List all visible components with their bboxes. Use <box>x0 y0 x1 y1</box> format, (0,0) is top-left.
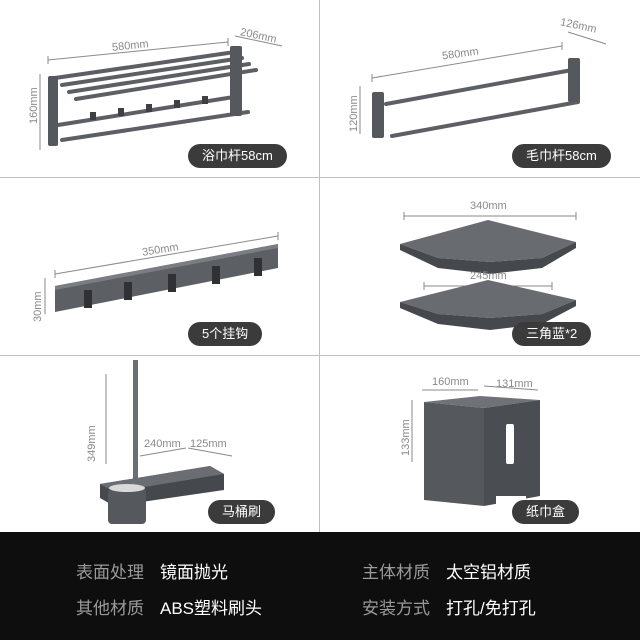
dimension-label: 349mm <box>86 425 98 462</box>
product-label: 毛巾杆58cm <box>512 144 611 168</box>
spec-value: 打孔/免打孔 <box>446 599 536 618</box>
toilet-brush-image <box>100 360 233 524</box>
spec-footer: 表面处理镜面抛光 主体材质太空铝材质 其他材质 ABS塑料刷头 安装方式打孔/免打… <box>0 532 640 640</box>
product-label: 三角蓝*2 <box>512 322 592 346</box>
dimension-label: 30mm <box>32 291 44 322</box>
spec-value: 镜面抛光 <box>160 563 228 582</box>
dimension-label: 240mm <box>144 438 181 450</box>
product-cell-bath-towel-rack: 580mm 206mm 160mm 浴巾杆58cm <box>0 0 320 177</box>
spec-value: ABS塑料刷头 <box>160 599 263 618</box>
spec-key: 主体材质 <box>362 563 430 582</box>
grid-divider-vertical <box>319 0 320 532</box>
dimension-label: 160mm <box>432 376 469 388</box>
spec-key: 其他材质 <box>76 599 144 618</box>
towel-bar-image: ARROW <box>359 31 607 138</box>
dimension-label: 245mm <box>470 270 507 282</box>
product-label: 浴巾杆58cm <box>188 144 287 168</box>
dimension-label: 120mm <box>348 95 360 132</box>
product-cell-towel-bar: ARROW 580mm 126mm 120mm 毛巾杆58cm <box>320 0 640 177</box>
spec-value: 太空铝材质 <box>446 563 531 582</box>
tissue-box-image <box>411 385 540 506</box>
spec-surface-treatment: 表面处理镜面抛光 <box>76 558 228 583</box>
dimension-label: 131mm <box>496 378 533 390</box>
grid-divider-horizontal <box>0 177 640 178</box>
bath-towel-rack-image <box>39 35 283 150</box>
product-cell-hooks: 350mm 30mm 5个挂钩 <box>0 178 320 355</box>
product-grid: 580mm 206mm 160mm 浴巾杆58cm ARROW 580mm 12… <box>0 0 640 533</box>
spec-key: 安装方式 <box>362 599 430 618</box>
spec-main-material: 主体材质太空铝材质 <box>362 558 531 583</box>
product-label: 5个挂钩 <box>188 322 263 346</box>
brand-mark: ARROW <box>504 104 523 110</box>
product-label: 马桶刷 <box>208 500 276 524</box>
product-cell-tissue-box: 160mm 131mm 133mm 纸巾盒 <box>320 356 640 533</box>
grid-divider-horizontal <box>0 355 640 356</box>
dimension-label: 125mm <box>190 438 227 450</box>
dimension-label: 340mm <box>470 200 507 212</box>
product-label: 纸巾盒 <box>512 500 580 524</box>
spec-other-material: 其他材质 ABS塑料刷头 <box>76 594 262 619</box>
hooks-image <box>44 232 279 314</box>
spec-installation: 安装方式打孔/免打孔 <box>362 594 536 619</box>
dimension-label: 133mm <box>400 419 412 456</box>
product-cell-corner-shelves: 340mm 245mm 三角蓝*2 <box>320 178 640 355</box>
dimension-label: 160mm <box>28 87 40 124</box>
spec-key: 表面处理 <box>76 563 144 582</box>
product-cell-toilet-brush: 349mm 240mm 125mm 马桶刷 <box>0 356 320 533</box>
